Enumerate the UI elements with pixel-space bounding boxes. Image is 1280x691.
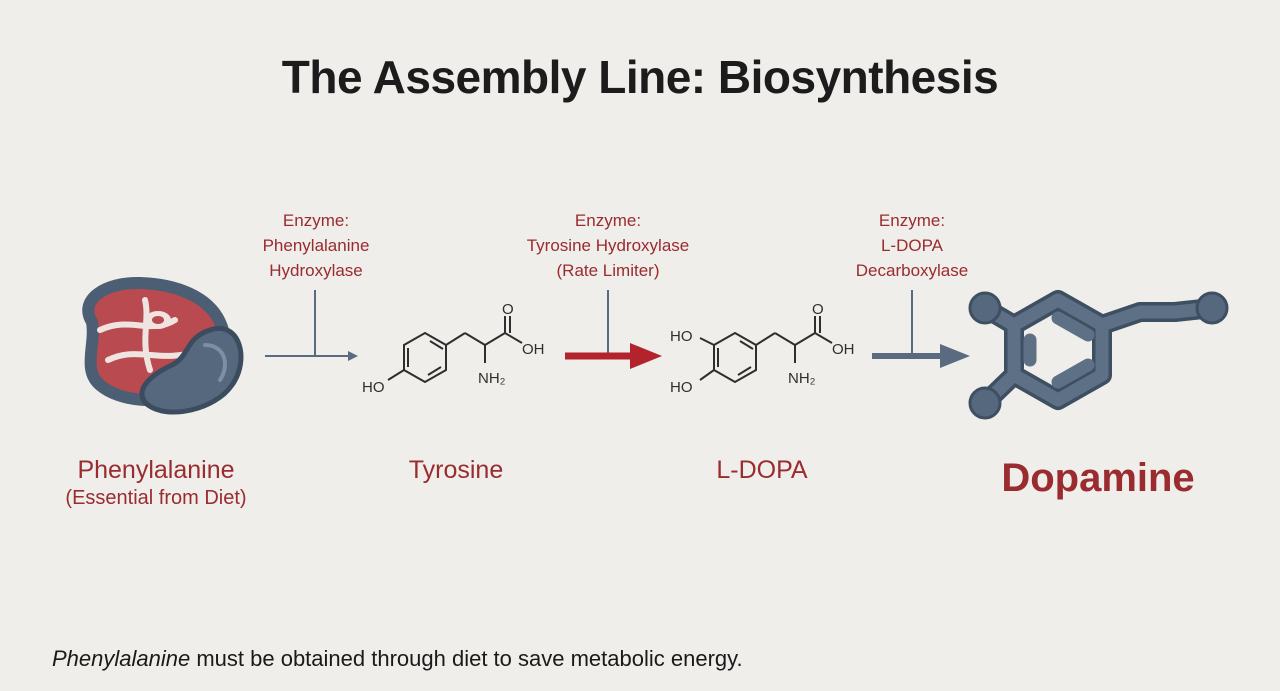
- ldopa-nh2-label: NH₂: [788, 370, 816, 387]
- enzyme-label-ldopa-decarboxylase: Enzyme: L-DOPA Decarboxylase: [792, 208, 1032, 283]
- page-title: The Assembly Line: Biosynthesis: [281, 51, 999, 103]
- tyrosine-o-label: O: [502, 301, 514, 318]
- footnote-text: must be obtained through diet to save me…: [190, 646, 743, 671]
- enzyme-label-tyrosine-hydroxylase: Enzyme: Tyrosine Hydroxylase (Rate Limit…: [488, 208, 728, 283]
- ldopa-o-label: O: [812, 301, 824, 318]
- ldopa-ho-bottom-label: HO: [670, 379, 693, 396]
- tyrosine-nh2-label: NH₂: [478, 370, 506, 387]
- compound-label-phenylalanine: Phenylalanine (Essential from Diet): [6, 456, 306, 510]
- enzyme-heading: Enzyme:: [574, 211, 642, 230]
- enzyme-name-line1: Phenylalanine: [262, 236, 370, 255]
- enzyme-name-line2: Hydroxylase: [269, 261, 363, 280]
- tyrosine-structure: [387, 316, 523, 384]
- ldopa-oh-label: OH: [832, 341, 855, 358]
- compound-name: L-DOPA: [716, 456, 808, 484]
- compound-name: Phenylalanine: [77, 456, 235, 484]
- footnote-emphasis: Phenylalanine: [52, 646, 191, 671]
- reaction-arrow-1: [265, 290, 358, 361]
- enzyme-name-line2: (Rate Limiter): [556, 261, 660, 280]
- tyrosine-ho-label: HO: [362, 379, 385, 396]
- tyrosine-oh-label: OH: [522, 341, 545, 358]
- compound-label-ldopa: L-DOPA: [612, 456, 912, 485]
- compound-label-dopamine: Dopamine: [948, 456, 1248, 501]
- reaction-arrow-2: [565, 290, 662, 369]
- compound-label-tyrosine: Tyrosine: [306, 456, 606, 485]
- compound-name: Dopamine: [1001, 456, 1195, 500]
- enzyme-name-line1: L-DOPA: [880, 236, 944, 255]
- reaction-arrow-3: [872, 290, 970, 368]
- compound-name: Tyrosine: [408, 456, 504, 484]
- footnote: Phenylalanine must be obtained through d…: [52, 646, 743, 672]
- meat-and-bean-icon: [82, 276, 244, 415]
- enzyme-name-line1: Tyrosine Hydroxylase: [526, 236, 690, 255]
- enzyme-name-line2: Decarboxylase: [855, 261, 969, 280]
- dopamine-molecule-icon: [968, 290, 1229, 420]
- ldopa-ho-top-label: HO: [670, 328, 693, 345]
- compound-note: (Essential from Diet): [65, 487, 247, 509]
- enzyme-label-phenylalanine-hydroxylase: Enzyme: Phenylalanine Hydroxylase: [196, 208, 436, 283]
- enzyme-heading: Enzyme:: [282, 211, 350, 230]
- enzyme-heading: Enzyme:: [878, 211, 946, 230]
- ldopa-structure: [699, 316, 833, 384]
